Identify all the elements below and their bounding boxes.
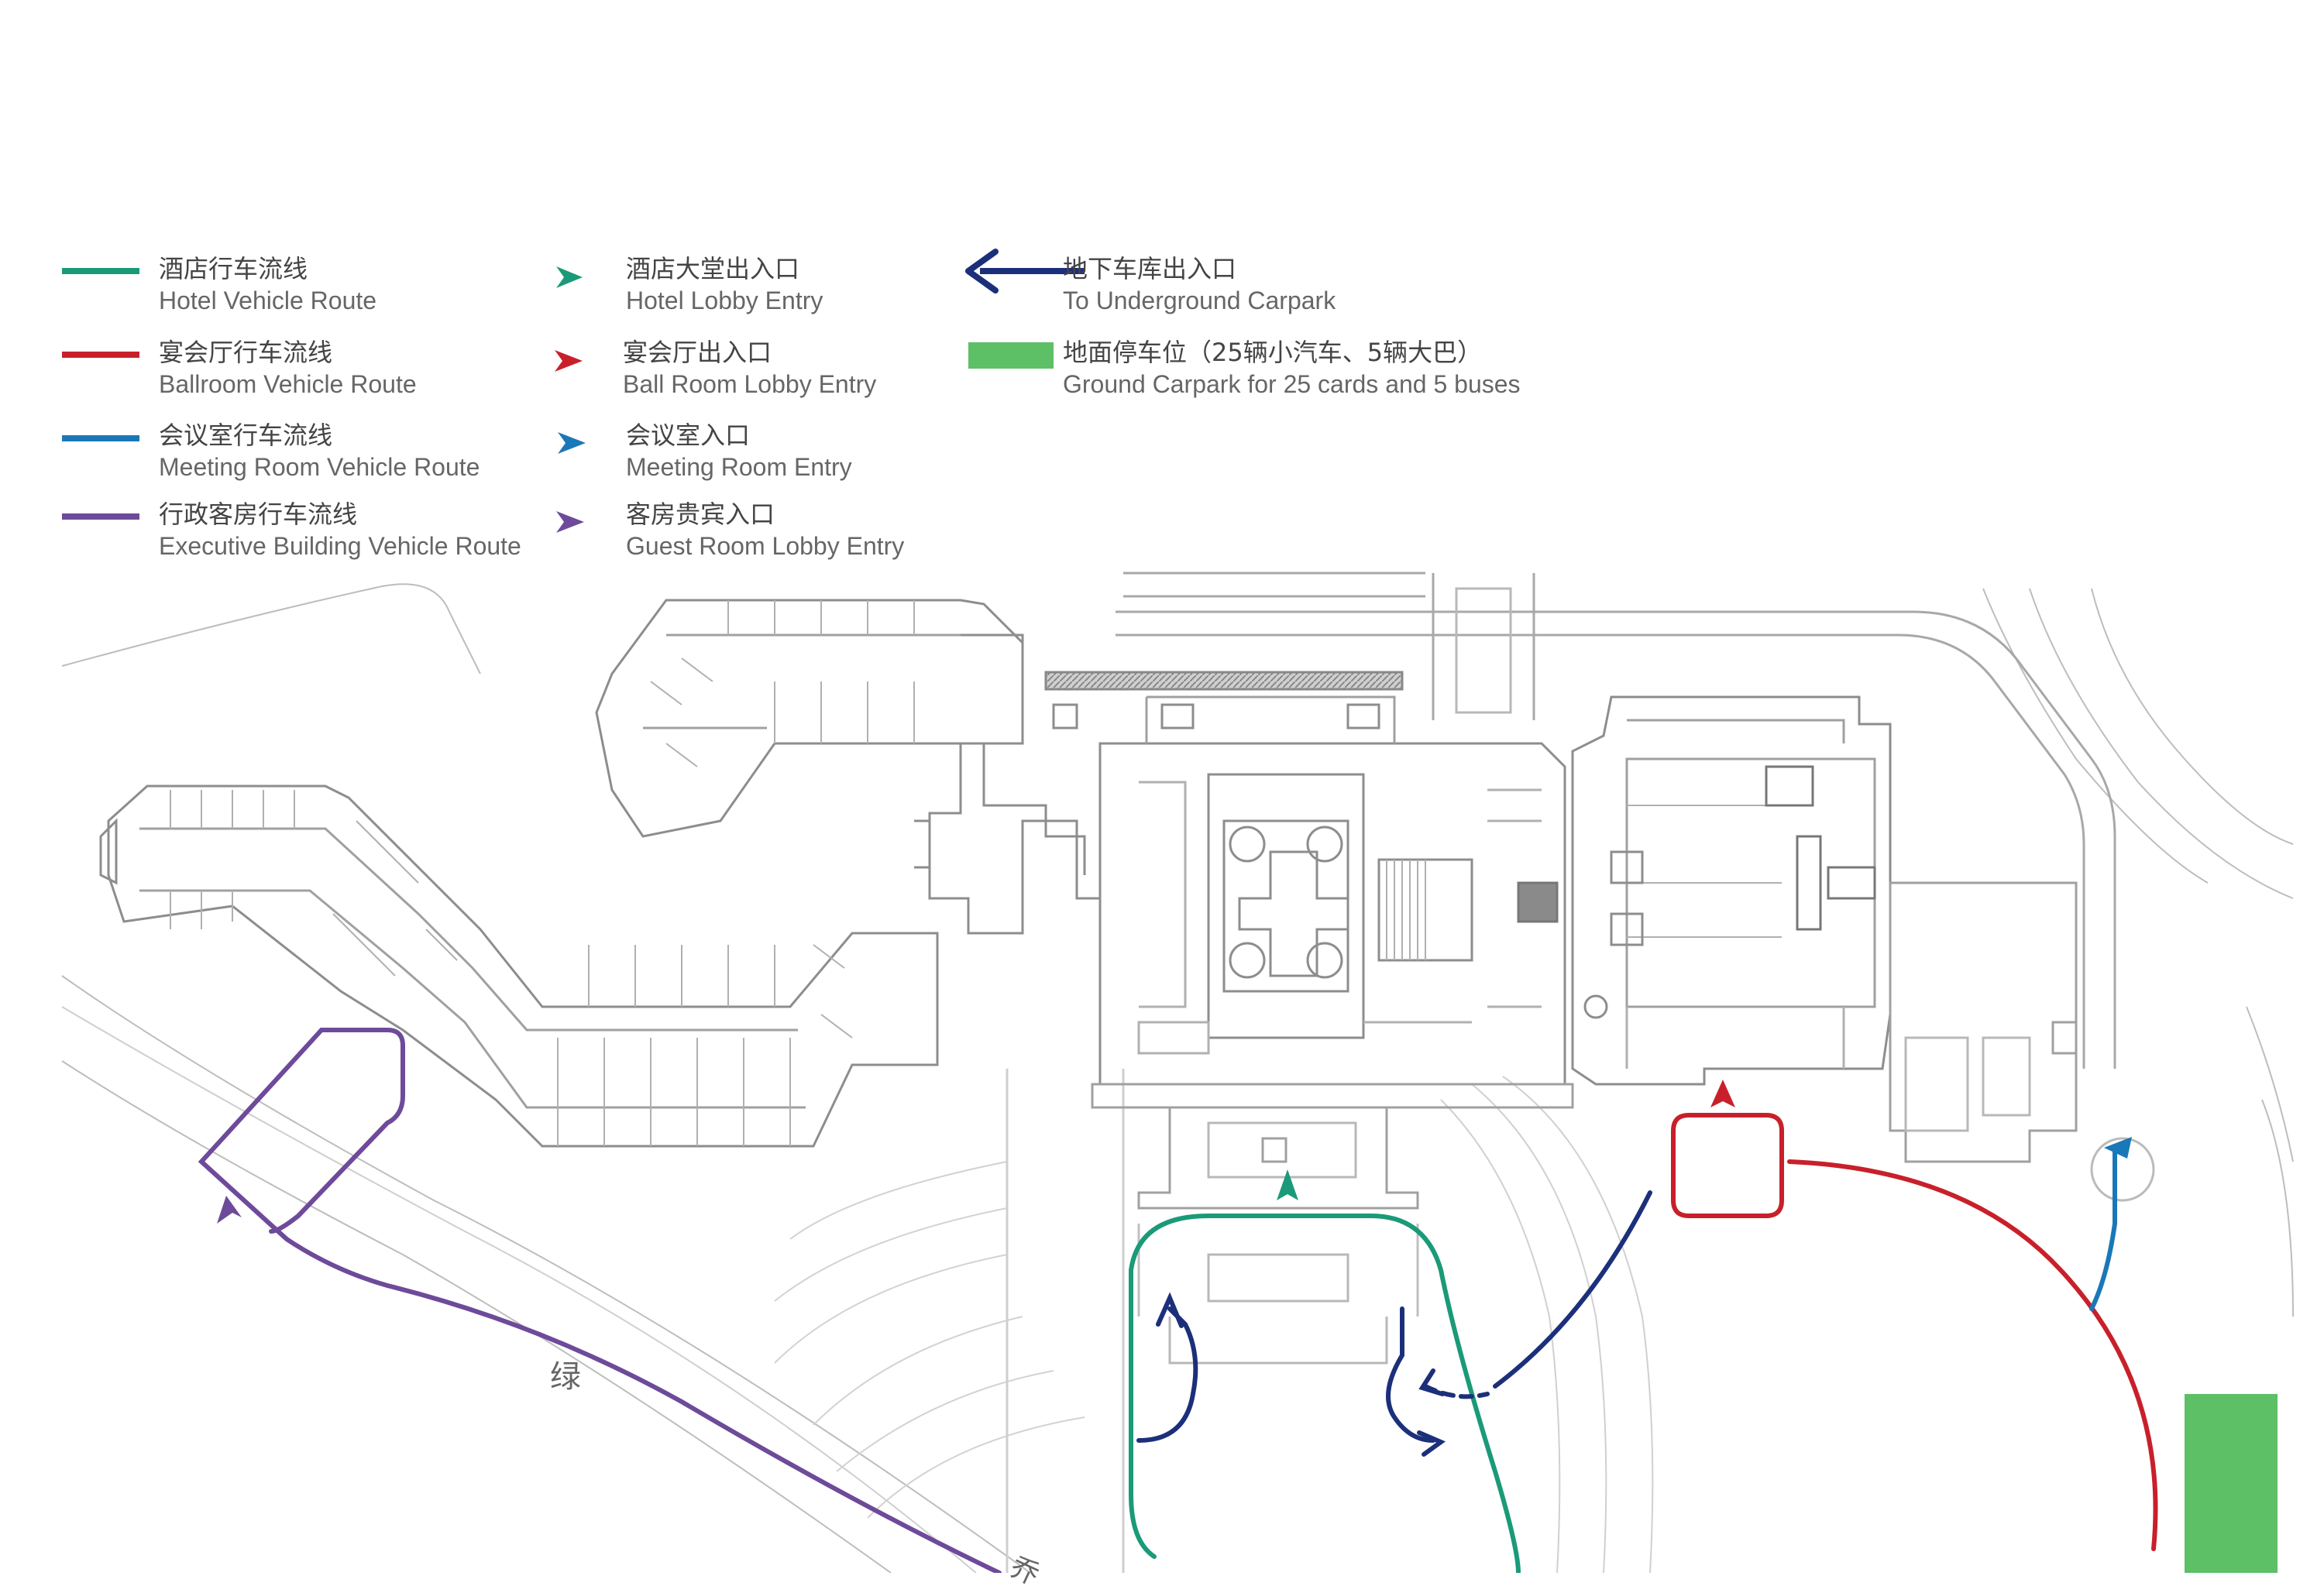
hotel-vehicle-route [1129,1214,1521,1573]
hatched-strip [1044,671,1404,691]
arrow-left-icon [965,249,1085,294]
route-markers [217,1080,2132,1457]
legend-en-label: To Underground Carpark [1063,287,1336,314]
legend-guest-room-entry: 客房贵宾入口 Guest Room Lobby Entry [626,498,904,561]
carpark-ramp-east [1493,1190,1652,1389]
legend-en-label: Guest Room Lobby Entry [626,532,905,560]
legend-en-label: Ground Carpark for 25 cards and 5 buses [1063,370,1521,398]
legend-en-label: Ballroom Vehicle Route [159,370,417,398]
carpark-arrow-left [1156,1292,1184,1328]
guest-room-wing-north [595,599,1024,838]
carpark-ramp-center [1386,1306,1435,1443]
executive-vehicle-route [198,1028,1002,1573]
ballroom-building [1571,695,1892,1086]
green-area-label: 绿 [550,1359,581,1395]
ballroom-drop-off-loop [1671,1113,1784,1218]
legend-en-label: Meeting Room Vehicle Route [159,453,480,481]
legend-ground-carpark: 地面停车位（25辆小汽车、5辆大巴） Ground Carpark for 25… [1063,336,1521,400]
legend-executive-route: 行政客房行车流线 Executive Building Vehicle Rout… [159,498,521,561]
meeting-entry-marker [2104,1137,2132,1159]
drop-off-canopy [1137,1107,1419,1365]
legend-cn-label: 客房贵宾入口 [626,500,775,529]
legend-cn-label: 地面停车位（25辆小汽车、5辆大巴） [1063,338,1483,367]
legend-symbols [62,249,1085,533]
legend-cn-label: 酒店大堂出入口 [626,254,800,283]
vehicle-routes [198,1028,2158,1573]
legend-en-label: Executive Building Vehicle Route [159,532,521,560]
green-swatch-icon [968,342,1054,369]
legend-hotel-lobby-entry: 酒店大堂出入口 Hotel Lobby Entry [626,252,823,316]
legend-en-label: Hotel Lobby Entry [626,287,823,314]
road-outlines [1006,572,2116,1573]
legend-cn-label: 会议室入口 [626,421,751,450]
hotel-lobby-entry-marker [1277,1169,1298,1200]
meeting-block [1889,881,2155,1202]
carpark-ramp-left [1136,1306,1198,1443]
legend-cn-label: 会议室行车流线 [159,421,333,450]
hotel-lobby-entry-icon [556,266,583,288]
legend-cn-label: 行政客房行车流线 [159,500,358,529]
legend-cn-label: 宴会厅出入口 [623,338,772,367]
legend-en-label: Hotel Vehicle Route [159,287,377,314]
legend-meeting-entry: 会议室入口 Meeting Room Entry [626,419,852,482]
legend-cn-label: 酒店行车流线 [159,254,308,283]
carpark-arrow-east [1418,1368,1445,1396]
legend-en-label: Ball Room Lobby Entry [623,370,877,398]
main-lobby-building [1044,671,1574,1109]
ballroom-entry-icon [555,350,583,372]
terrain-lines [61,583,2294,1573]
connector-corridor [914,743,1100,935]
legend-ballroom-entry: 宴会厅出入口 Ball Room Lobby Entry [623,336,876,400]
ballroom-entry-marker [1710,1080,1735,1107]
ballroom-vehicle-route [1787,1159,2158,1551]
meeting-entry-icon [558,432,586,454]
carpark-arrow-center [1417,1430,1446,1457]
legend-meeting-route: 会议室行车流线 Meeting Room Vehicle Route [159,419,480,482]
legend-cn-label: 宴会厅行车流线 [159,338,333,367]
legend-ballroom-route: 宴会厅行车流线 Ballroom Vehicle Route [159,336,417,400]
legend-underground-carpark: 地下车库出入口 To Underground Carpark [1063,252,1336,316]
ground-carpark [2185,1394,2278,1573]
legend-cn-label: 地下车库出入口 [1063,254,1237,283]
executive-entry-marker [217,1196,242,1224]
guest-room-entry-icon [556,511,584,533]
meeting-vehicle-route [2089,1144,2117,1311]
guest-room-wing-west [99,784,939,1148]
legend-hotel-route: 酒店行车流线 Hotel Vehicle Route [159,252,376,316]
legend-en-label: Meeting Room Entry [626,453,852,481]
